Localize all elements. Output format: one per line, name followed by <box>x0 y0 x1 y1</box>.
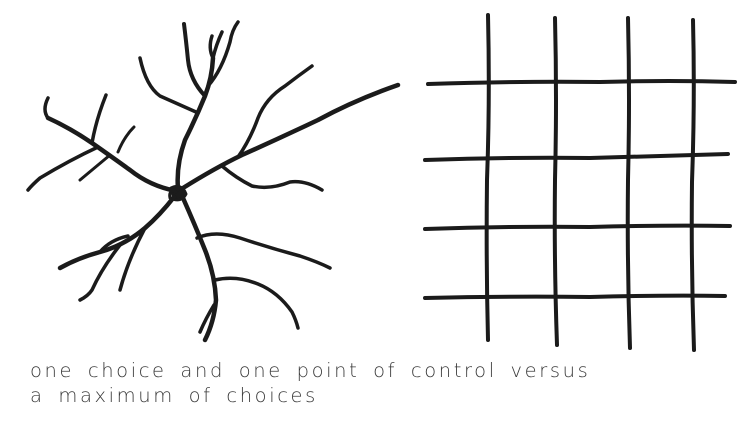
grid-horizontal-line <box>425 154 728 160</box>
grid-vertical-line <box>692 20 694 350</box>
grid-vertical-line <box>487 15 489 340</box>
caption-line-2: a maximum of choices <box>30 383 720 408</box>
grid-diagram <box>425 15 735 350</box>
grid-horizontal-line <box>425 296 725 298</box>
tree-diagram <box>28 22 398 340</box>
figure-caption: one choice and one point of control vers… <box>30 358 720 408</box>
grid-horizontal-line <box>425 226 730 229</box>
twig <box>197 234 330 268</box>
twig <box>184 24 205 96</box>
twig <box>80 155 110 180</box>
twig <box>213 32 222 58</box>
twig <box>28 147 98 190</box>
twig <box>238 66 312 157</box>
twig <box>45 98 48 118</box>
comparison-figure <box>0 0 738 360</box>
twig <box>222 166 322 190</box>
twig <box>92 95 106 143</box>
branch-upper-right <box>183 85 398 188</box>
branch-upper-middle <box>178 58 213 189</box>
branch-lower-right <box>183 198 216 340</box>
branch-upper-left <box>48 118 176 191</box>
twig <box>215 278 298 328</box>
grid-vertical-line <box>628 18 630 348</box>
branch-lower-left <box>60 197 174 268</box>
grid-horizontal-line <box>428 81 735 84</box>
twig <box>118 127 134 152</box>
caption-line-1: one choice and one point of control vers… <box>30 358 720 383</box>
